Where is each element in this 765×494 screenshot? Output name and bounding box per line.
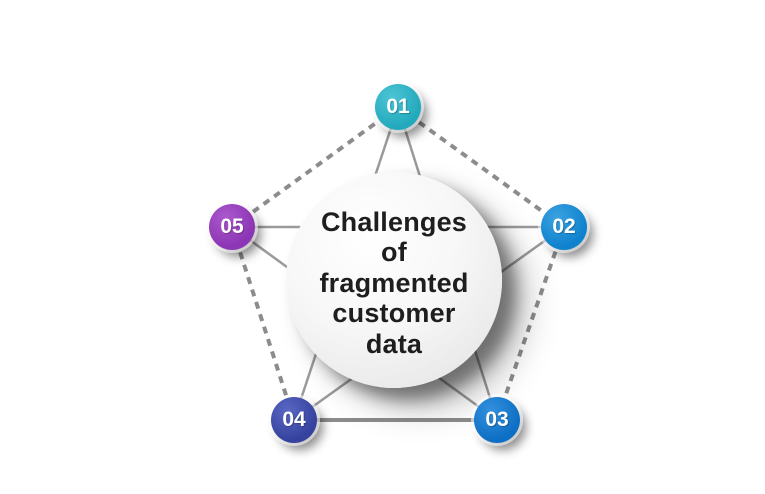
node-05-number: 05 <box>220 215 244 238</box>
title-line-1: Challenges <box>320 206 468 237</box>
title-line-3: fragmented <box>319 267 469 298</box>
center-circle: Challenges of fragmented customer data <box>286 172 502 388</box>
node-01: 01 <box>375 84 421 130</box>
edge-02-03 <box>495 226 566 421</box>
title-line-5: data <box>365 328 423 359</box>
node-04: 04 <box>271 397 317 443</box>
edge-01-02 <box>396 105 566 229</box>
node-01-number: 01 <box>386 95 410 118</box>
edge-04-05 <box>230 226 296 421</box>
title-line-4: customer <box>332 298 456 329</box>
diagram-title: Challenges of fragmented customer data <box>319 201 468 360</box>
node-05: 05 <box>209 204 255 250</box>
node-03-number: 03 <box>485 408 509 431</box>
node-02: 02 <box>541 204 587 250</box>
title-line-2: of <box>381 237 407 268</box>
node-04-number: 04 <box>282 408 306 431</box>
node-02-number: 02 <box>552 215 576 238</box>
edge-05-01 <box>230 105 400 229</box>
node-03: 03 <box>474 397 520 443</box>
